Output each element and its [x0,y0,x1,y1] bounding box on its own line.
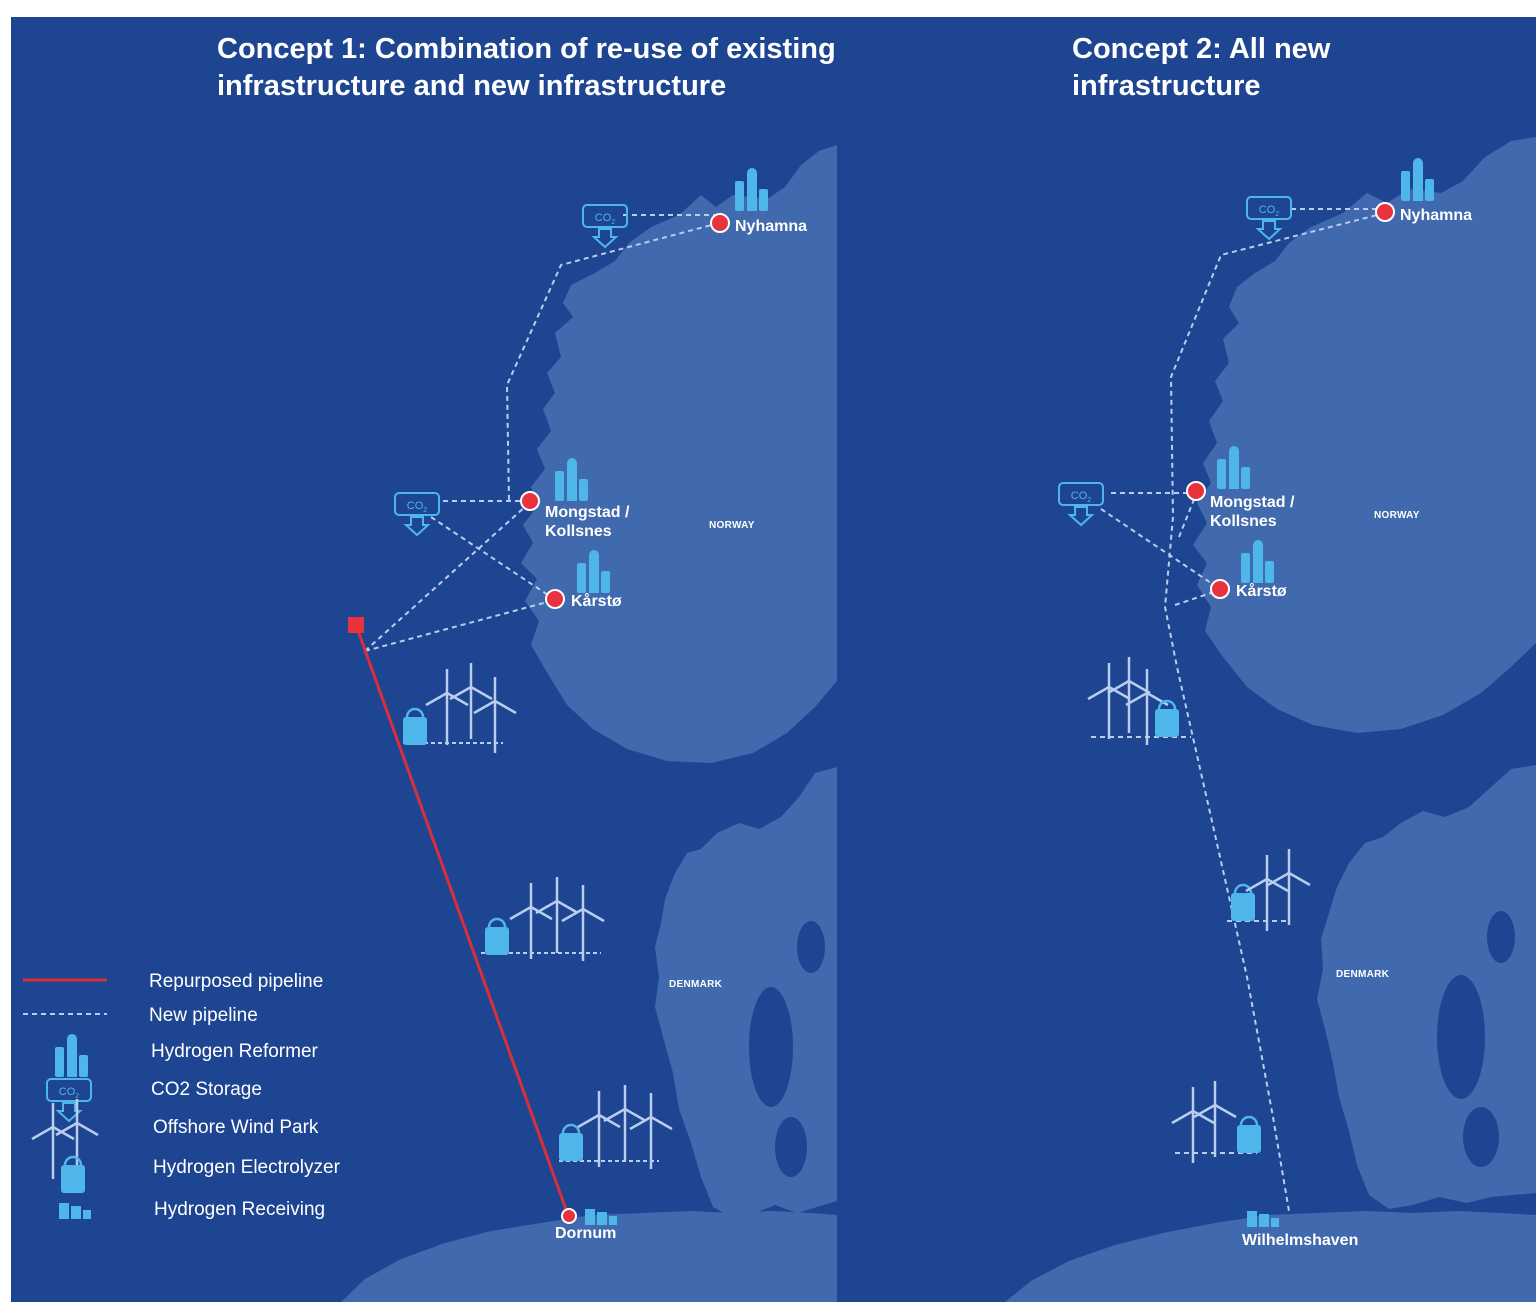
site-label-nyhamna: Nyhamna [735,218,808,235]
panel-2-title-line1: Concept 2: All new [1072,33,1331,65]
denmark-landmass [1317,765,1536,1209]
site-marker-mongstad [520,491,540,511]
country-label-norway: NORWAY [709,520,755,531]
legend-item-hydrogen-electrolyzer: Hydrogen Electrolyzer [153,1157,340,1178]
panel-2-water-inlets [1437,911,1515,1167]
legend-item-repurposed-pipeline: Repurposed pipeline [149,971,324,992]
denmark-landmass [655,767,837,1217]
country-label-denmark: DENMARK [669,979,723,990]
germany-landmass [341,1211,837,1302]
site-marker-nyhamna [710,213,730,233]
legend-item-co2-storage: CO2 Storage [151,1079,262,1100]
new-pipeline [430,516,552,598]
panel-1-land [341,145,837,1302]
panel-1-title: Concept 1: Combination of re-use of exis… [217,31,836,105]
site-label-mongstad: Mongstad / [1210,494,1295,511]
site-label-kollsnes: Kollsnes [1210,513,1277,530]
site-markers [520,202,1395,1224]
legend-icons [23,978,107,1219]
legend-item-hydrogen-reformer: Hydrogen Reformer [151,1041,318,1062]
legend-item-offshore-wind-park: Offshore Wind Park [153,1117,319,1138]
repurposed-pipeline [354,624,570,1216]
panel-1-water-inlets [749,921,825,1177]
country-label-denmark: DENMARK [1336,969,1390,980]
panel-1-title-line1: Concept 1: Combination of re-use of exis… [217,33,836,65]
site-marker-karsto [545,589,565,609]
new-pipeline [1174,590,1218,606]
site-label-karsto: Kårstø [1236,583,1287,600]
offshore-hub-marker [348,617,364,633]
site-label-wilhelmshaven: Wilhelmshaven [1242,1232,1359,1249]
norway-landmass [521,145,837,763]
site-label-nyhamna: Nyhamna [1400,207,1473,224]
new-pipeline [1163,212,1386,1212]
panel-1-title-line2: infrastructure and new infrastructure [217,70,727,102]
new-pipeline [1178,496,1196,538]
new-pipeline [505,222,720,502]
panel-2-land [1005,137,1536,1302]
site-marker-dornum [561,1208,577,1224]
panel-2-title: Concept 2: All new infrastructure [1072,31,1330,105]
panel-1-icons [394,168,768,1225]
site-label-dornum: Dornum [555,1225,617,1242]
site-marker-nyhamna [1375,202,1395,222]
site-marker-karsto [1210,579,1230,599]
panel-2-title-line2: infrastructure [1072,70,1261,102]
legend-item-new-pipeline: New pipeline [149,1005,258,1026]
map-figure: CO2 [11,17,1536,1302]
country-label-norway: NORWAY [1374,510,1420,521]
new-pipeline [364,504,528,652]
panel-1-new-pipelines [364,214,720,652]
legend-item-hydrogen-receiving: Hydrogen Receiving [154,1199,326,1220]
site-label-kollsnes: Kollsnes [545,523,612,540]
site-label-mongstad: Mongstad / [545,504,630,521]
site-label-karsto: Kårstø [571,593,622,610]
norway-landmass [1193,137,1536,733]
site-marker-mongstad [1186,481,1206,501]
germany-landmass [1005,1211,1536,1302]
map-canvas: CO2 [11,17,1536,1302]
